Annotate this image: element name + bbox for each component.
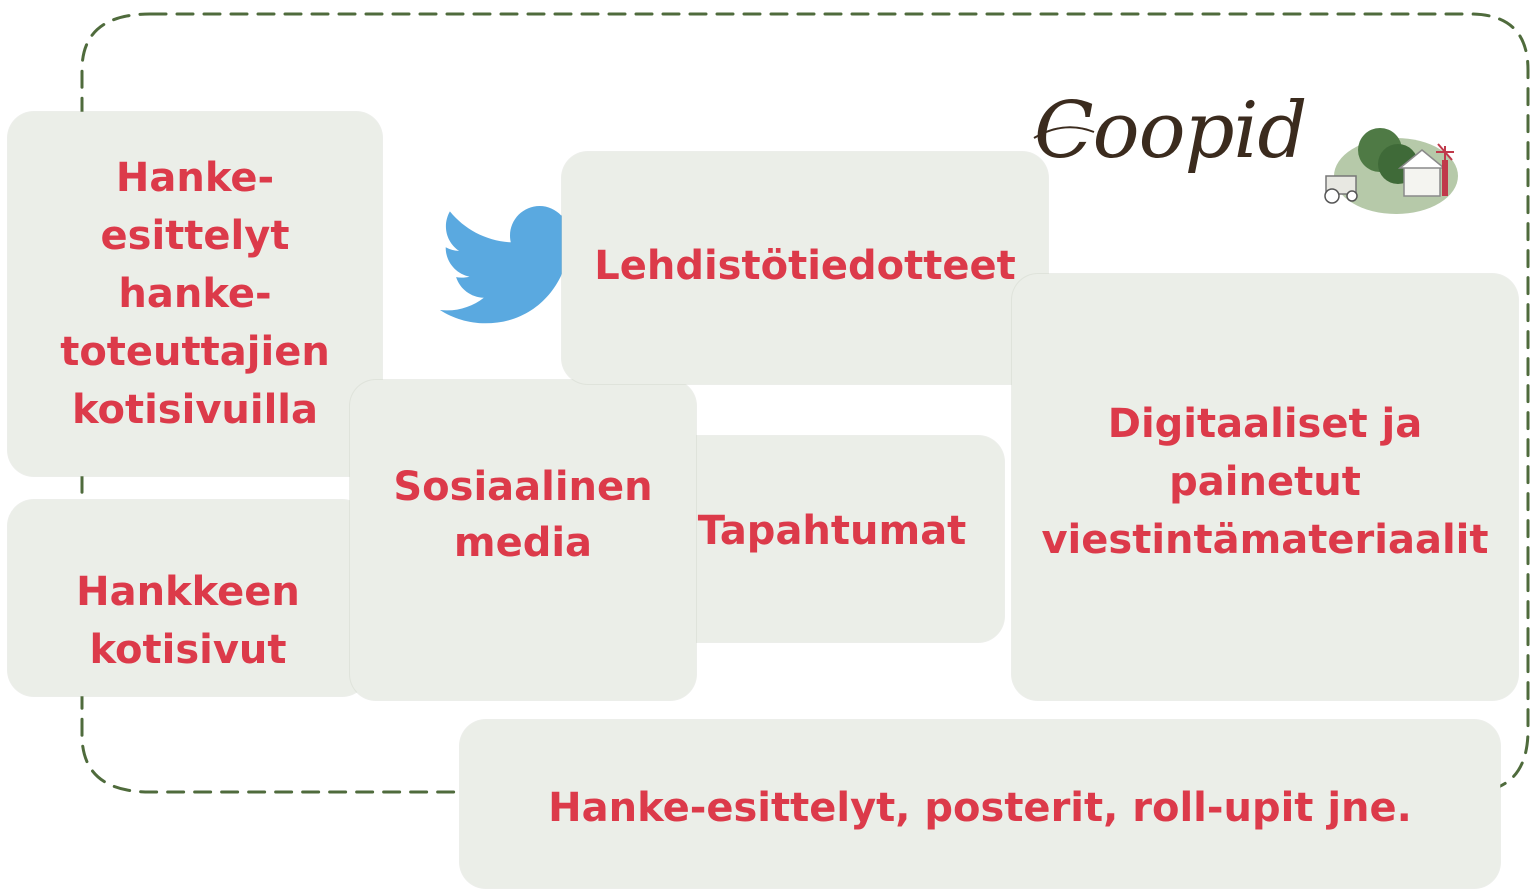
box-tapahtumat: Tapahtumat	[640, 436, 1004, 642]
coopid-logo: Coopid	[1024, 80, 1464, 220]
box-lehdistotiedotteet: Lehdistötiedotteet	[562, 152, 1048, 384]
coopid-logo-text: Coopid	[1034, 86, 1307, 176]
label-tapahtumat: Tapahtumat	[697, 508, 967, 554]
label-digitaaliset: Digitaaliset ja painetut viestintämateri…	[1041, 401, 1489, 563]
box-sosiaalinen-media: Sosiaalinen media	[350, 380, 696, 700]
twitter-bird-icon	[439, 206, 585, 324]
label-hankkeen-kotisivut: Hankkeen kotisivut	[76, 569, 300, 673]
label-lehdistotiedotteet: Lehdistötiedotteet	[594, 243, 1016, 289]
label-hanke-esittelyt: Hanke- esittelyt hanke- toteuttajien kot…	[60, 155, 330, 433]
label-sosiaalinen-media: Sosiaalinen media	[393, 464, 653, 566]
box-bottom: Hanke-esittelyt, posterit, roll-upit jne…	[460, 720, 1500, 888]
box-hankkeen-kotisivut: Hankkeen kotisivut	[8, 500, 368, 696]
box-digitaaliset: Digitaaliset ja painetut viestintämateri…	[1012, 274, 1518, 700]
label-bottom: Hanke-esittelyt, posterit, roll-upit jne…	[548, 785, 1412, 831]
coopid-farm-logo	[1033, 126, 1458, 214]
box-hanke-esittelyt: Hanke- esittelyt hanke- toteuttajien kot…	[8, 112, 382, 476]
